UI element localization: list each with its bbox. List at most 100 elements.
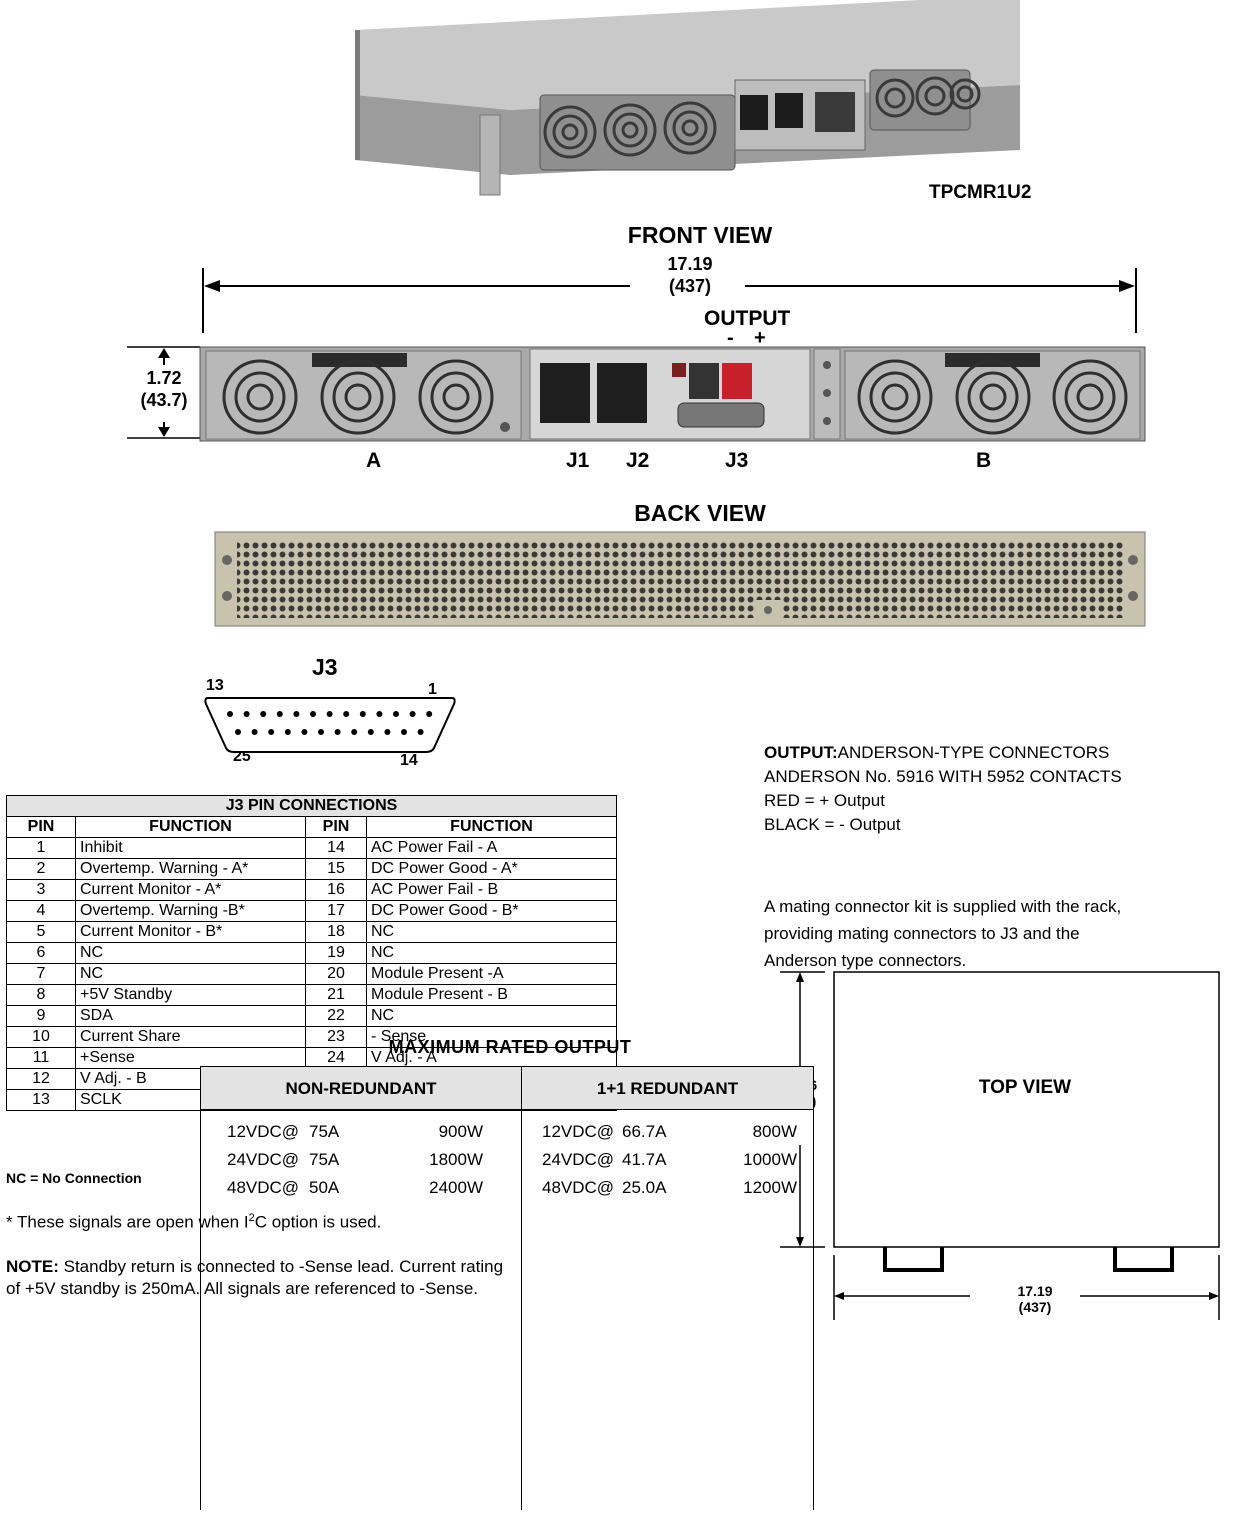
pin-number-cell: 3 (6, 879, 76, 901)
pin-header: PIN (305, 816, 367, 838)
top-width-in: 17.19 (1017, 1283, 1053, 1299)
rated-output-cell: 50A (309, 1178, 340, 1197)
pin-number-cell: 23 (305, 1026, 367, 1048)
output-label: OUTPUT (704, 307, 791, 330)
j3-pin-dot (301, 729, 308, 735)
rated-output-cell: 900W (438, 1122, 483, 1141)
back-panel (214, 531, 1146, 627)
pin-number-cell: 4 (6, 900, 76, 922)
function-cell: NC (75, 963, 306, 985)
kit-line-1: A mating connector kit is supplied with … (764, 897, 1122, 916)
kit-line-2: providing mating connectors to J3 and th… (764, 924, 1080, 943)
pin-table-title: J3 PIN CONNECTIONS (6, 795, 617, 817)
label-j1: J1 (566, 449, 590, 472)
j3-pin-dot (409, 711, 416, 717)
rated-output-cell: 1200W (743, 1178, 797, 1197)
j3-connector-drawing (204, 697, 456, 753)
j3-pin-13: 13 (206, 677, 224, 694)
back-view-title: BACK VIEW (634, 500, 766, 526)
output-info-label: OUTPUT: (764, 743, 838, 762)
rated-output-title: MAXIMUM RATED OUTPUT (388, 1037, 632, 1057)
output-info-line-1: ANDERSON-TYPE CONNECTORS (837, 743, 1110, 762)
j3-pin-dot (260, 711, 267, 717)
function-cell: NC (366, 921, 617, 943)
function-cell: Current Share (75, 1026, 306, 1048)
pin-number-cell: 1 (6, 837, 76, 859)
j3-pin-dot (401, 729, 407, 735)
function-cell: +5V Standby (75, 984, 306, 1006)
j3-pin-dot (310, 711, 316, 717)
pin-number-cell: 12 (6, 1068, 76, 1090)
j3-pin-dot (384, 729, 391, 735)
front-width-dimension (202, 268, 1137, 333)
rated-output-cell: 24VDC@ (227, 1150, 300, 1169)
rated-output-cell: 24VDC@ (542, 1150, 615, 1169)
asterisk-note-sup: 2 (248, 1212, 255, 1224)
rated-output-cell: 75A (309, 1122, 340, 1141)
front-height-dimension (127, 346, 200, 439)
function-cell: Overtemp. Warning - A* (75, 858, 306, 880)
top-view-drawing (780, 971, 1220, 1320)
j3-pin-dot (326, 711, 333, 717)
pin-number-cell: 17 (305, 900, 367, 922)
pin-number-cell: 14 (305, 837, 367, 859)
pin-number-cell: 9 (6, 1005, 76, 1027)
rated-output-cell: 41.7A (622, 1150, 667, 1169)
j3-pin-dot (235, 729, 241, 735)
asterisk-note-text: * These signals are open when I (6, 1212, 249, 1232)
function-cell: NC (366, 1005, 617, 1027)
function-cell: DC Power Good - A* (366, 858, 617, 880)
standby-note: NOTE: Standby return is connected to -Se… (6, 1256, 626, 1300)
j3-pin-dot (417, 729, 424, 735)
function-cell: Module Present -A (366, 963, 617, 985)
label-j2: J2 (626, 449, 650, 472)
j3-pin-table: J3 PIN CONNECTIONS PIN FUNCTION PIN FUNC… (6, 795, 617, 1111)
j3-pin-dot (251, 729, 258, 735)
pin-number-cell: 13 (6, 1089, 76, 1111)
j3-pin-dot (243, 711, 250, 717)
note-label: NOTE: (6, 1257, 59, 1276)
output-info-line-4: BLACK = - Output (764, 815, 901, 834)
pin-number-cell: 19 (305, 942, 367, 964)
j3-pin-dot (367, 729, 374, 735)
rated-output-cell: 12VDC@ (542, 1122, 615, 1141)
pin-number-cell: 6 (6, 942, 76, 964)
function-header: FUNCTION (366, 816, 617, 838)
rated-output-cell: 1000W (743, 1150, 797, 1169)
function-cell: DC Power Good - B* (366, 900, 617, 922)
j3-pin-dot (359, 711, 366, 717)
output-info: OUTPUT:ANDERSON-TYPE CONNECTORS ANDERSON… (764, 741, 1244, 837)
label-j3: J3 (725, 449, 749, 472)
j3-pin-dot (268, 729, 275, 735)
rated-output-cell: 25.0A (622, 1178, 667, 1197)
function-cell: Current Monitor - A* (75, 879, 306, 901)
output-info-line-3: RED = + Output (764, 791, 885, 810)
front-panel (199, 346, 1146, 442)
j3-pin-dot (393, 711, 399, 717)
j3-pin-dot (318, 729, 324, 735)
rated-output-cell: 75A (309, 1150, 340, 1169)
rated-output-cell: 48VDC@ (227, 1178, 300, 1197)
j3-pin-dot (284, 729, 291, 735)
front-width-in: 17.19 (667, 254, 713, 274)
function-cell: SDA (75, 1005, 306, 1027)
model-label: TPCMR1U2 (929, 182, 1032, 203)
front-height-mm: (43.7) (140, 390, 188, 410)
pin-number-cell: 18 (305, 921, 367, 943)
pin-number-cell: 7 (6, 963, 76, 985)
j3-pin-14: 14 (400, 752, 418, 769)
function-cell: Current Monitor - B* (75, 921, 306, 943)
asterisk-note-text-end: C option is used. (254, 1212, 382, 1232)
function-cell: Inhibit (75, 837, 306, 859)
function-cell: Overtemp. Warning -B* (75, 900, 306, 922)
polarity-minus: - (727, 327, 734, 349)
function-cell: AC Power Fail - A (366, 837, 617, 859)
